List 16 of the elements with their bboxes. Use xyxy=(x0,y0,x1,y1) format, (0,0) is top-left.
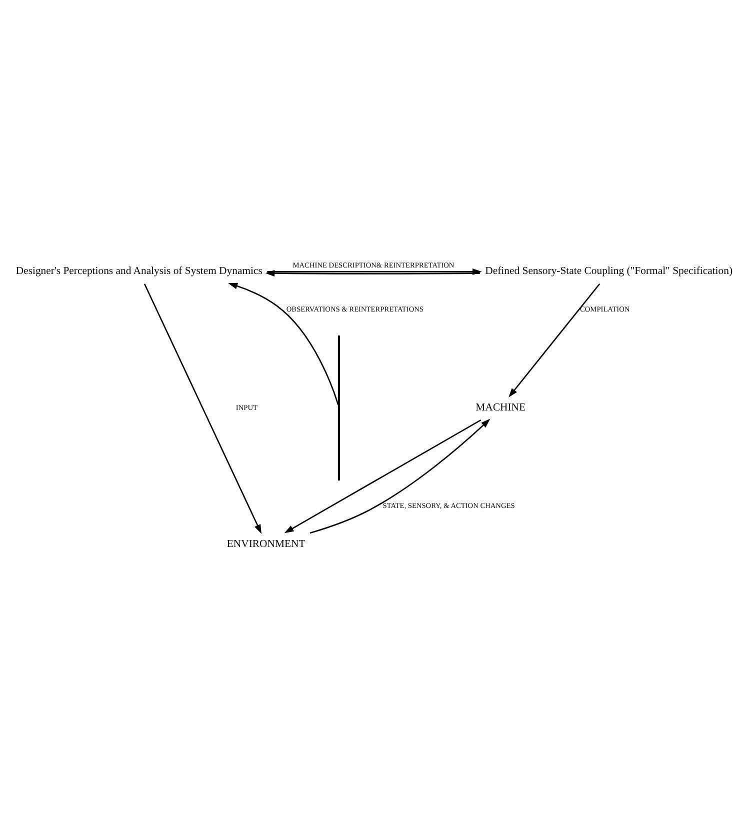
edge-label: STATE, SENSORY, & ACTION CHANGES xyxy=(382,501,515,510)
node-text: MACHINE xyxy=(476,402,526,414)
edge-label: MACHINE DESCRIPTION& REINTERPRETATION xyxy=(292,260,454,270)
node-text: ENVIRONMENT xyxy=(226,538,306,550)
node-bar xyxy=(338,336,340,480)
node-text: Defined Sensory-State Coupling ("Formal" Specification) xyxy=(485,265,733,278)
arrow xyxy=(310,418,490,534)
edge-label: INPUT xyxy=(236,402,258,412)
arrow xyxy=(265,270,480,277)
edge-label: COMPILATION xyxy=(580,304,630,314)
arrow xyxy=(228,282,339,406)
arrow xyxy=(144,284,262,534)
arrow xyxy=(284,419,482,534)
arrow xyxy=(508,283,600,398)
node-text: Designer's Perceptions and Analysis of System Dynamics xyxy=(16,265,262,278)
edge-label: OBSERVATIONS & REINTERPRETATIONS xyxy=(286,304,424,314)
